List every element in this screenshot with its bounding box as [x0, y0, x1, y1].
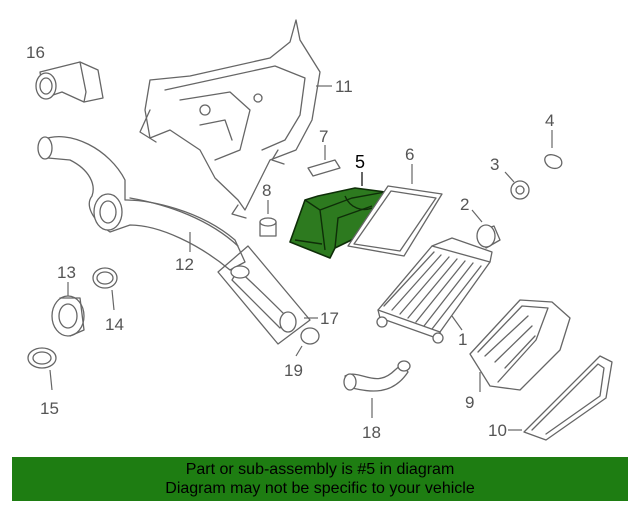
part-15-clamp[interactable]: [27, 347, 57, 369]
callout-6: 6: [405, 145, 414, 164]
callout-17: 17: [320, 309, 339, 328]
part-4-clip-ring[interactable]: [544, 154, 563, 170]
callout-15: 15: [40, 399, 59, 418]
callout-4: 4: [545, 111, 554, 130]
callout-7: 7: [319, 127, 328, 146]
part-2-mount[interactable]: [476, 224, 501, 249]
part-11-bracket[interactable]: [139, 19, 321, 219]
parts-diagram: 16 11 12 8 7: [26, 19, 613, 442]
part-14-clamp[interactable]: [92, 267, 118, 289]
banner-line-2: Diagram may not be specific to your vehi…: [165, 480, 475, 497]
part-3-washer[interactable]: [510, 180, 530, 200]
part-13-sleeve[interactable]: [51, 295, 85, 337]
part-9-duct-housing[interactable]: [469, 299, 571, 391]
part-10-panel[interactable]: [523, 355, 613, 441]
callout-1: 1: [458, 330, 467, 349]
callout-5: 5: [355, 152, 365, 172]
part-12-intake-pipe[interactable]: [37, 136, 246, 271]
part-6-filter[interactable]: [347, 185, 443, 257]
part-17-hose-kit[interactable]: [217, 245, 311, 345]
callout-14: 14: [105, 315, 124, 334]
callout-16: 16: [26, 43, 45, 62]
callout-11: 11: [335, 77, 353, 96]
callout-13: 13: [57, 263, 76, 282]
part-8-grommet[interactable]: [259, 217, 277, 237]
callout-19: 19: [284, 361, 303, 380]
part-19-o-ring[interactable]: [300, 327, 320, 345]
part-7-clip[interactable]: [307, 159, 341, 177]
part-16-duct-elbow[interactable]: [35, 61, 104, 103]
callout-18: 18: [362, 423, 381, 442]
callout-3: 3: [490, 155, 499, 174]
part-18-hose[interactable]: [343, 360, 411, 392]
banner-line-1: Part or sub-assembly is #5 in diagram: [185, 461, 455, 478]
callout-8: 8: [262, 181, 271, 200]
info-banner: Part or sub-assembly is #5 in diagram Di…: [12, 457, 628, 501]
callout-2: 2: [460, 195, 469, 214]
part-1-intercooler[interactable]: [376, 237, 493, 344]
callout-9: 9: [465, 393, 474, 412]
callout-10: 10: [488, 421, 507, 440]
callout-12: 12: [175, 255, 194, 274]
